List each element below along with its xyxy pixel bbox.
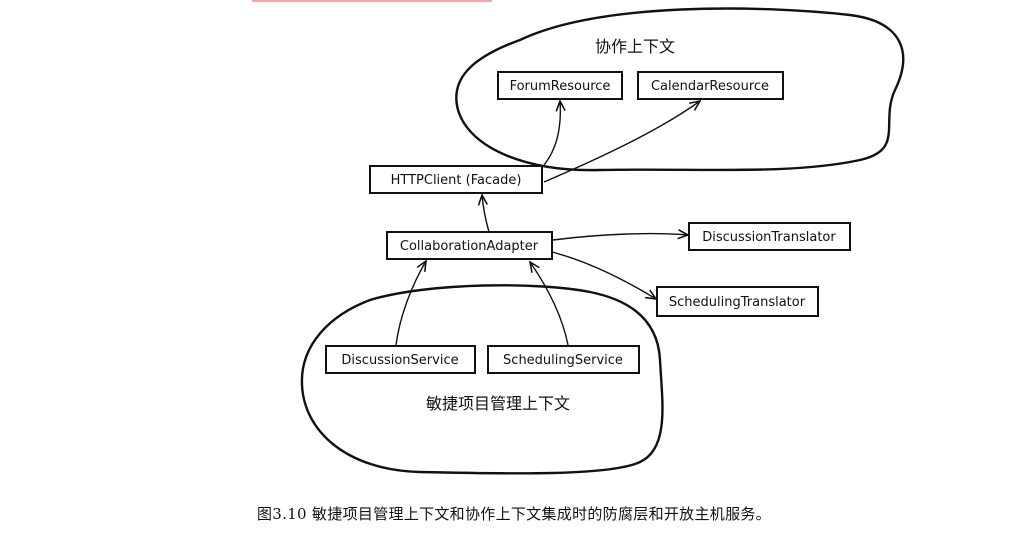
calendar-resource-box: CalendarResource — [637, 71, 784, 100]
edge-discussionservice-to-adapter — [395, 261, 426, 346]
context-map-diagram: 协作上下文 敏捷项目管理上下文 ForumResource CalendarRe… — [300, 7, 905, 475]
discussion-translator-box: DiscussionTranslator — [688, 222, 851, 251]
edge-adapter-to-schedulingtranslator — [551, 251, 656, 299]
edge-adapter-to-httpclient — [482, 195, 490, 233]
scheduling-service-label: SchedulingService — [503, 353, 623, 368]
forum-resource-label: ForumResource — [510, 79, 611, 94]
discussion-service-label: DiscussionService — [341, 353, 458, 368]
agile-pm-context-boundary — [300, 284, 664, 475]
scheduling-service-box: SchedulingService — [487, 345, 640, 374]
edge-httpclient-to-forumresource — [543, 101, 560, 166]
http-client-box: HTTPClient (Facade) — [369, 165, 543, 194]
collaboration-adapter-label: CollaborationAdapter — [400, 239, 539, 254]
top-edge-mark — [252, 0, 492, 2]
forum-resource-box: ForumResource — [497, 71, 623, 100]
scheduling-translator-box: SchedulingTranslator — [656, 286, 819, 317]
agile-pm-context-title: 敏捷项目管理上下文 — [426, 394, 570, 413]
edge-httpclient-to-calendarresource — [543, 101, 700, 183]
scheduling-translator-label: SchedulingTranslator — [669, 295, 806, 310]
collaboration-adapter-box: CollaborationAdapter — [386, 231, 553, 260]
discussion-service-box: DiscussionService — [325, 345, 476, 374]
edge-schedulingservice-to-adapter — [530, 262, 569, 346]
collaboration-context-boundary — [455, 7, 905, 172]
discussion-translator-label: DiscussionTranslator — [702, 230, 836, 245]
collaboration-context-title: 协作上下文 — [595, 37, 675, 56]
calendar-resource-label: CalendarResource — [651, 79, 769, 94]
edge-adapter-to-discussiontranslator — [552, 234, 688, 241]
http-client-label: HTTPClient (Facade) — [391, 173, 522, 188]
figure-caption: 图3.10 敏捷项目管理上下文和协作上下文集成时的防腐层和开放主机服务。 — [257, 505, 771, 523]
